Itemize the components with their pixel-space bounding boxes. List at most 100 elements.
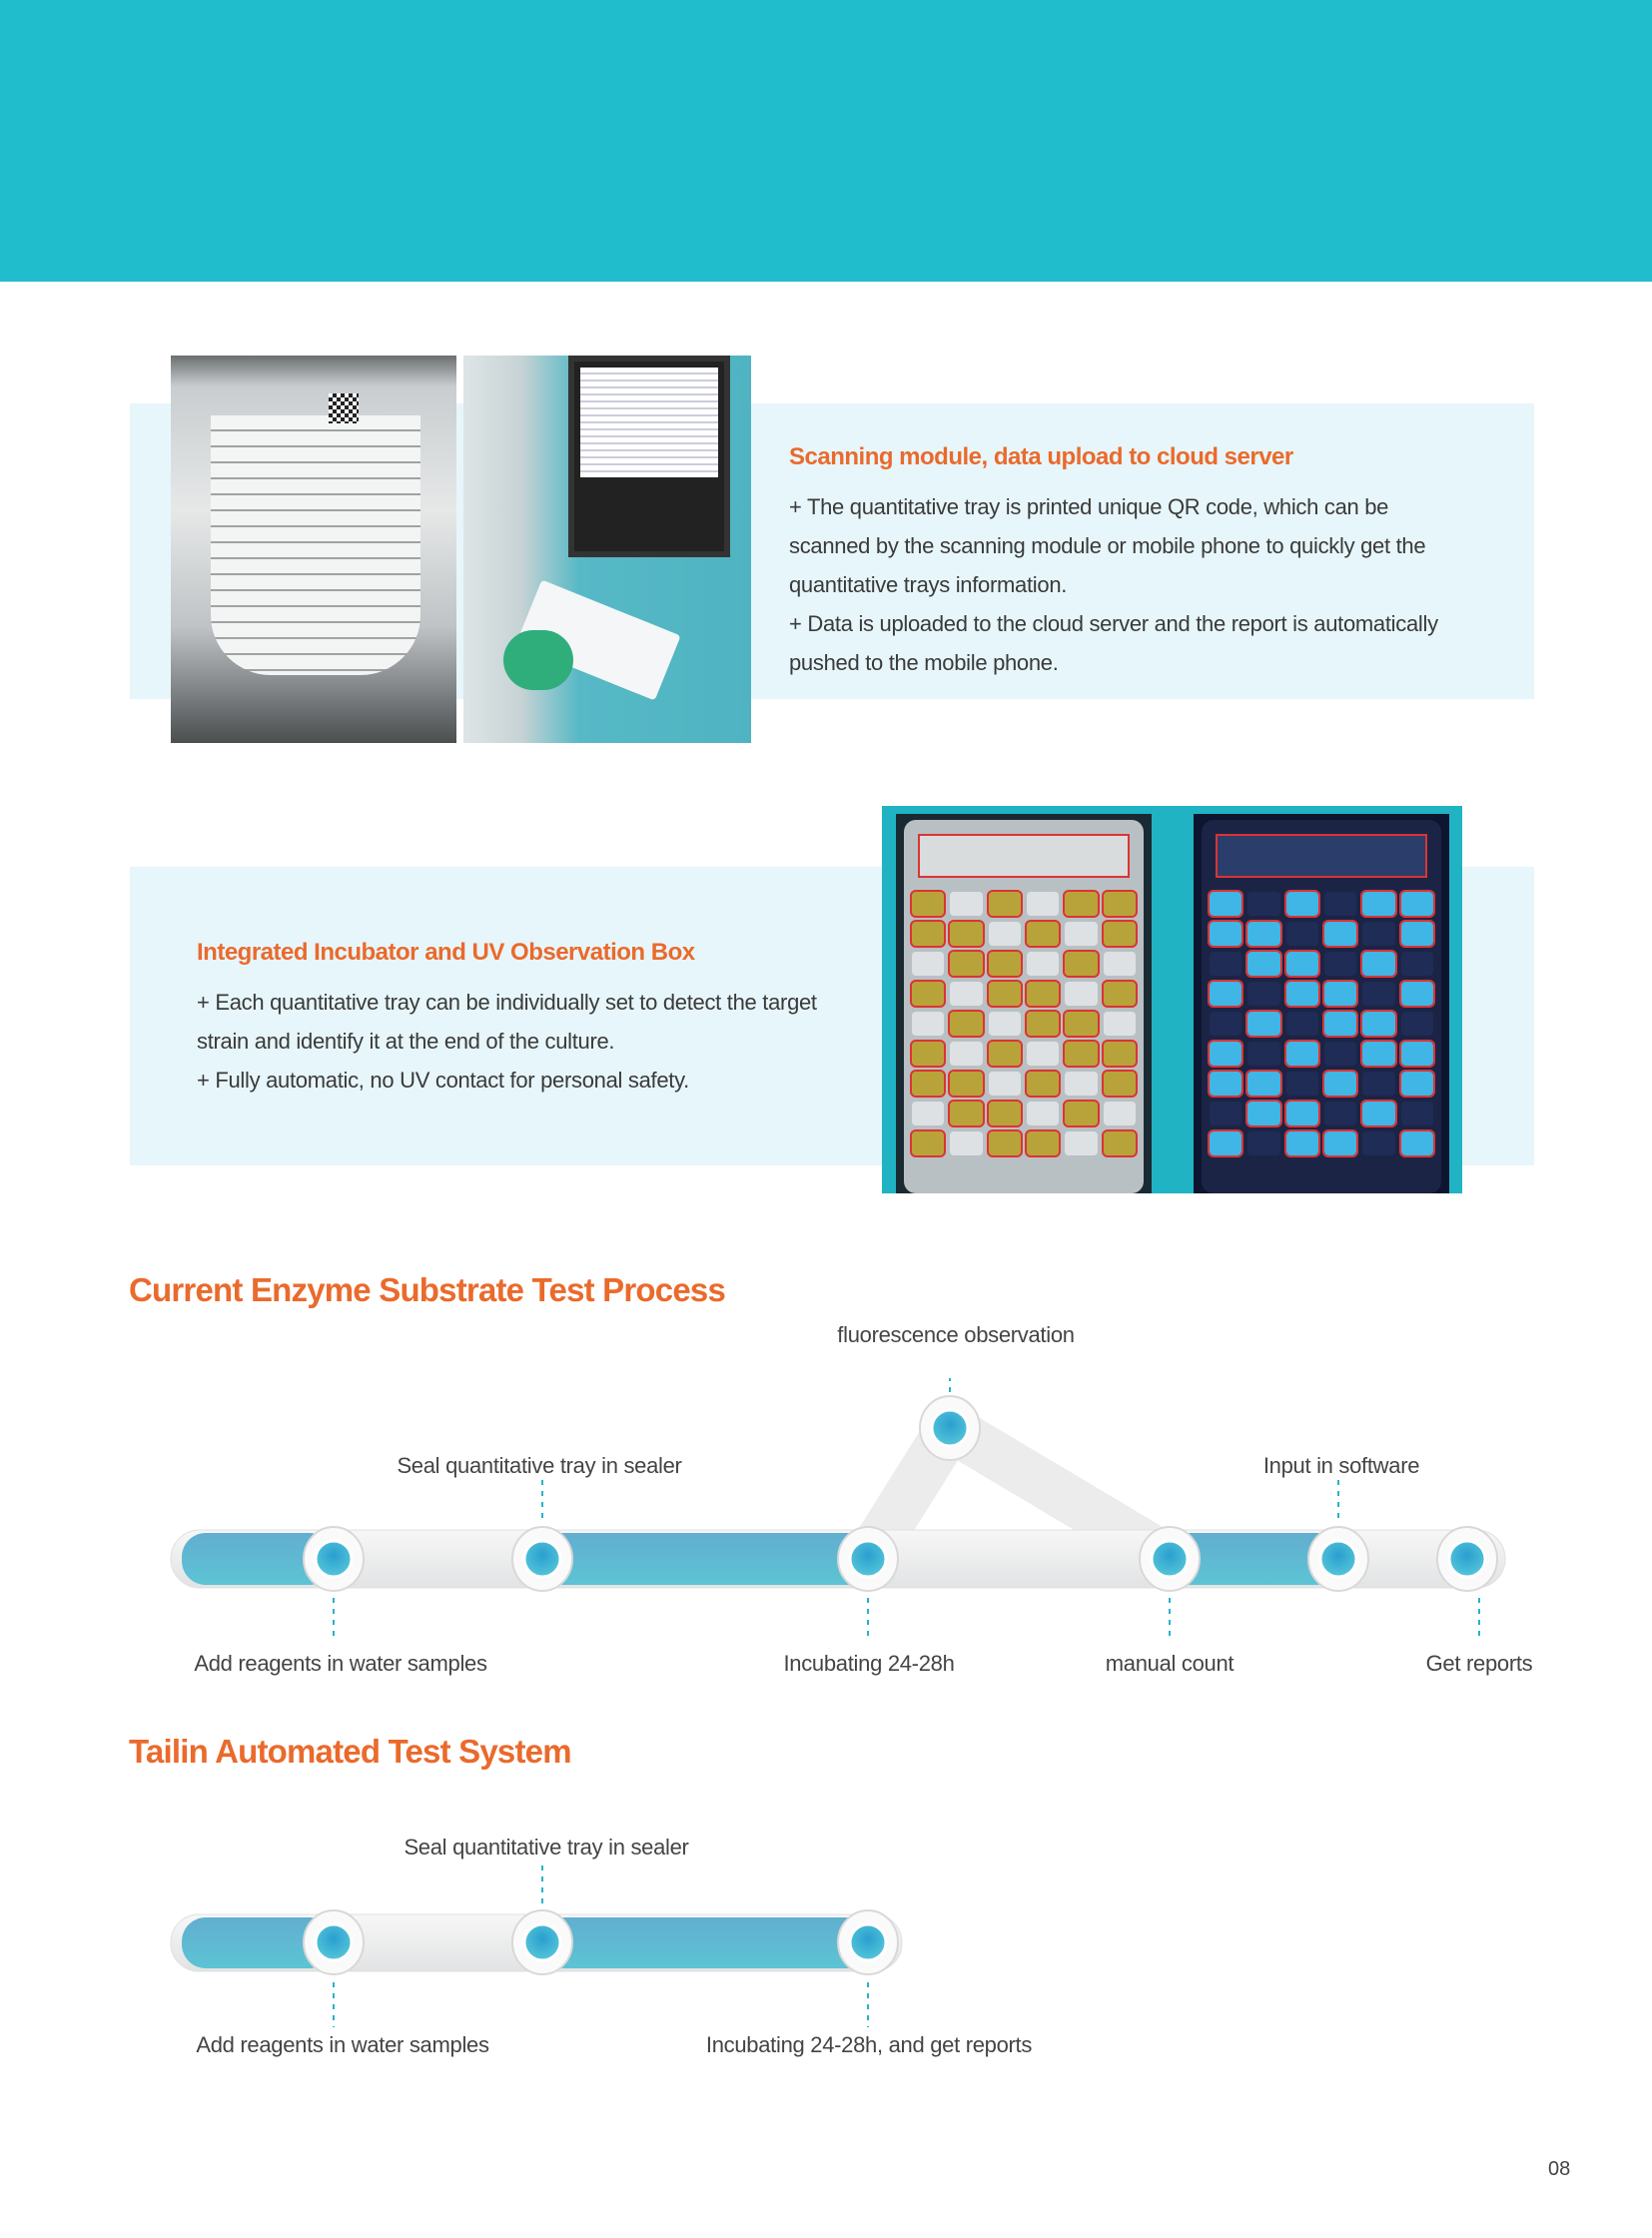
process-node-dot — [848, 1922, 888, 1962]
tray-well — [1024, 920, 1062, 948]
tray-well — [1063, 890, 1100, 918]
tray-well — [1321, 1010, 1359, 1038]
tray-well — [1101, 920, 1139, 948]
tray-well — [1024, 980, 1062, 1008]
incubator-description: + Each quantitative tray can be individu… — [197, 983, 817, 1100]
step-incubate: Incubating 24-28h — [783, 1651, 955, 1676]
tray-well — [1063, 1010, 1100, 1038]
tray-well — [1245, 1010, 1282, 1038]
tray-well — [912, 1012, 945, 1036]
tray-well — [1398, 980, 1436, 1008]
tray-well — [909, 1129, 947, 1157]
step-input: Input in software — [1262, 1453, 1420, 1478]
step-fluorescence: fluorescence observation — [837, 1322, 1075, 1347]
tray-well — [1321, 980, 1359, 1008]
qr-code-icon — [329, 393, 359, 423]
tray-well — [1398, 920, 1436, 948]
tray-well — [988, 922, 1021, 946]
tray-well — [909, 1070, 947, 1098]
tray-well — [1398, 1040, 1436, 1068]
tray-well — [1063, 950, 1100, 978]
process-node-dot — [1318, 1539, 1358, 1579]
step-add: Add reagents in water samples — [194, 1651, 487, 1676]
tray-well — [1103, 1102, 1136, 1125]
tray-well — [950, 982, 983, 1006]
tray-well — [988, 1012, 1021, 1036]
tray-well — [1207, 1129, 1244, 1157]
step-seal: Seal quantitative tray in sealer — [397, 1453, 682, 1478]
tray-well — [1321, 920, 1359, 948]
uv-tray-photo — [1194, 814, 1449, 1193]
tray-well — [1103, 952, 1136, 976]
scanning-title: Scanning module, data upload to cloud se… — [789, 443, 1293, 470]
tray-well — [986, 1040, 1024, 1068]
tray-well — [1247, 982, 1280, 1006]
tray-well — [1026, 1042, 1060, 1066]
tray-well — [1101, 890, 1139, 918]
tray-well — [1101, 1040, 1139, 1068]
tray-well — [1065, 982, 1098, 1006]
gloved-hand — [503, 630, 573, 690]
step-reports: Get reports — [1425, 1651, 1533, 1676]
tray-well — [1360, 890, 1397, 918]
page-number: 08 — [1548, 2158, 1571, 2180]
daylight-tray-photo — [896, 814, 1152, 1193]
tray-well — [1283, 1100, 1321, 1127]
tray-well — [1398, 1070, 1436, 1098]
desc-line: strain and identify it at the end of the… — [197, 1029, 615, 1054]
tray-well — [1283, 1129, 1321, 1157]
tray-well — [1362, 922, 1395, 946]
desc-line: + Each quantitative tray can be individu… — [197, 990, 817, 1015]
tray-well — [1362, 1131, 1395, 1155]
tray-well — [1285, 1072, 1318, 1096]
tray-well — [1360, 1010, 1397, 1038]
tube-segment-blue — [182, 1533, 334, 1585]
tray-well — [986, 1100, 1024, 1127]
tray-well — [1400, 1102, 1433, 1125]
tray-well — [1323, 952, 1357, 976]
tray-well — [1245, 1070, 1282, 1098]
tray-well — [950, 1131, 983, 1155]
tray-well — [948, 1010, 985, 1038]
process-node-dot — [314, 1922, 354, 1962]
process-node-dot — [1150, 1539, 1190, 1579]
tray-well — [1285, 1012, 1318, 1036]
tray-well — [988, 1072, 1021, 1096]
tray-well — [1063, 1100, 1100, 1127]
desc-line: + Fully automatic, no UV contact for per… — [197, 1068, 689, 1093]
tray-well — [1210, 952, 1242, 976]
tray-well — [1026, 1102, 1060, 1125]
scanning-description: + The quantitative tray is printed uniqu… — [789, 487, 1438, 682]
tray-well — [1026, 892, 1060, 916]
tube-segment-blue — [542, 1917, 868, 1968]
tray-well — [1026, 952, 1060, 976]
tray-well — [1283, 950, 1321, 978]
tray-well — [1101, 1070, 1139, 1098]
tray-well — [1207, 1040, 1244, 1068]
current-process-diagram — [170, 1378, 1506, 1638]
tray-well — [1103, 1012, 1136, 1036]
tray-well — [909, 1040, 947, 1068]
step-seal: Seal quantitative tray in sealer — [404, 1835, 689, 1860]
process-node-dot — [314, 1539, 354, 1579]
tray-well — [1207, 890, 1244, 918]
tray-well — [986, 950, 1024, 978]
step-count: manual count — [1105, 1651, 1235, 1676]
tray-well — [1360, 950, 1397, 978]
tray-well — [948, 920, 985, 948]
desc-line: + Data is uploaded to the cloud server a… — [789, 611, 1438, 636]
tray-well — [1101, 980, 1139, 1008]
tray-well — [1065, 1131, 1098, 1155]
incubator-title: Integrated Incubator and UV Observation … — [197, 939, 695, 966]
tray-well — [1245, 1100, 1282, 1127]
tray-well — [1360, 1040, 1397, 1068]
step-add: Add reagents in water samples — [196, 2032, 489, 2057]
tube-segment-blue — [542, 1533, 868, 1585]
tray-well — [912, 1102, 945, 1125]
tray-well — [950, 892, 983, 916]
desc-line: scanned by the scanning module or mobile… — [789, 533, 1426, 558]
tray-well — [1400, 1012, 1433, 1036]
tray-well — [1321, 1070, 1359, 1098]
tray-well — [1101, 1129, 1139, 1157]
tube-segment-blue — [182, 1917, 334, 1968]
